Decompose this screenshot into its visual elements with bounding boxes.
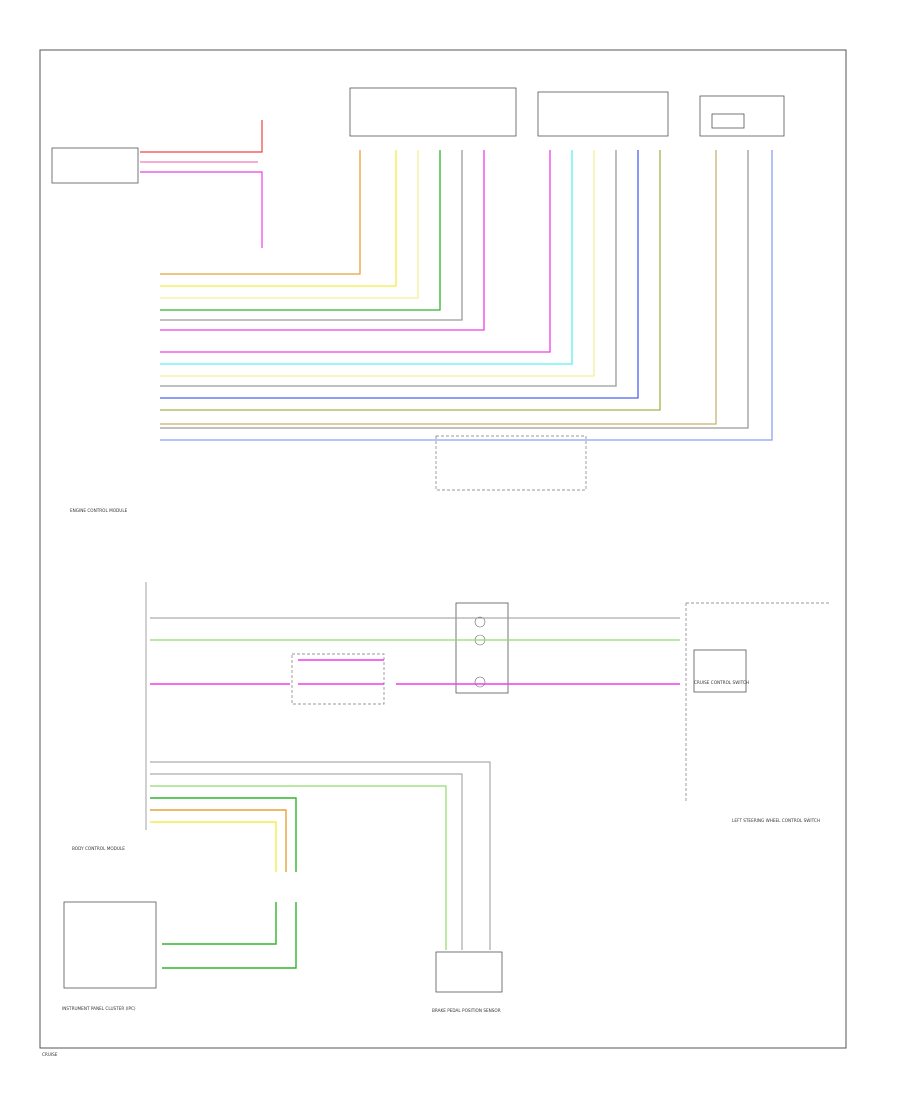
label-ecm: ENGINE CONTROL MODULE bbox=[70, 508, 128, 513]
ecm-wire-2 bbox=[160, 150, 397, 287]
ecm-wire-11 bbox=[160, 150, 639, 399]
ecm-wire-14 bbox=[160, 150, 749, 429]
footer-label: CRUISE bbox=[42, 1052, 58, 1057]
body-wire-gray-1 bbox=[150, 761, 491, 950]
ecm-wire-4 bbox=[160, 150, 441, 311]
sensor-box-right bbox=[699, 95, 785, 137]
ipc-box bbox=[63, 901, 157, 989]
cruise-switch-box bbox=[693, 649, 747, 693]
ecm-wire-15 bbox=[160, 150, 773, 441]
ecm-connector-box bbox=[349, 87, 517, 137]
ecm-wire-13 bbox=[160, 150, 717, 425]
ecm-wire-9 bbox=[160, 150, 595, 377]
ecm-wire-1 bbox=[160, 150, 361, 275]
fuse-block-box bbox=[51, 147, 139, 184]
ecm-wire-5 bbox=[160, 150, 463, 321]
ecm-wire-7 bbox=[160, 150, 551, 353]
label-body: BODY CONTROL MODULE bbox=[72, 846, 125, 851]
ecm-wire-8 bbox=[160, 150, 573, 365]
label-brake-switch: BRAKE PEDAL POSITION SENSOR bbox=[432, 1008, 501, 1013]
ecm-wire-12 bbox=[160, 150, 661, 411]
wire-group bbox=[140, 120, 773, 969]
top-components bbox=[349, 87, 785, 137]
inner-switch-box bbox=[711, 113, 745, 129]
body-wire-yellow bbox=[150, 821, 277, 872]
ecm-wire-3 bbox=[160, 150, 419, 299]
body-wire-green-2 bbox=[150, 797, 297, 872]
module-dashed-box bbox=[435, 435, 587, 491]
sensor-box-center bbox=[537, 91, 669, 137]
brake-switch-terminal-top bbox=[474, 616, 486, 628]
clutch-switch-box bbox=[291, 653, 385, 705]
body-wire-orange bbox=[150, 809, 287, 872]
ecm-wire-10 bbox=[160, 150, 617, 387]
body-wire-green-1 bbox=[150, 785, 447, 950]
brake-switch-terminal-bot bbox=[474, 676, 486, 688]
label-cruise-switch: CRUISE CONTROL SWITCH bbox=[694, 680, 749, 685]
ipc-wire-green-2 bbox=[162, 902, 297, 969]
ipc-wire-green-1 bbox=[162, 902, 277, 945]
brake-pedal-switch-box bbox=[435, 951, 503, 993]
ecm-wire-6 bbox=[160, 150, 485, 331]
brake-switch-center-box bbox=[455, 602, 509, 694]
body-wire-gray-2 bbox=[150, 773, 463, 950]
battery-feed-red bbox=[140, 120, 263, 153]
battery-feed-magenta bbox=[140, 171, 263, 248]
diagram-frame bbox=[39, 49, 847, 1049]
label-steering: LEFT STEERING WHEEL CONTROL SWITCH bbox=[732, 818, 820, 823]
label-ipc: INSTRUMENT PANEL CLUSTER (IPC) bbox=[62, 1006, 136, 1011]
